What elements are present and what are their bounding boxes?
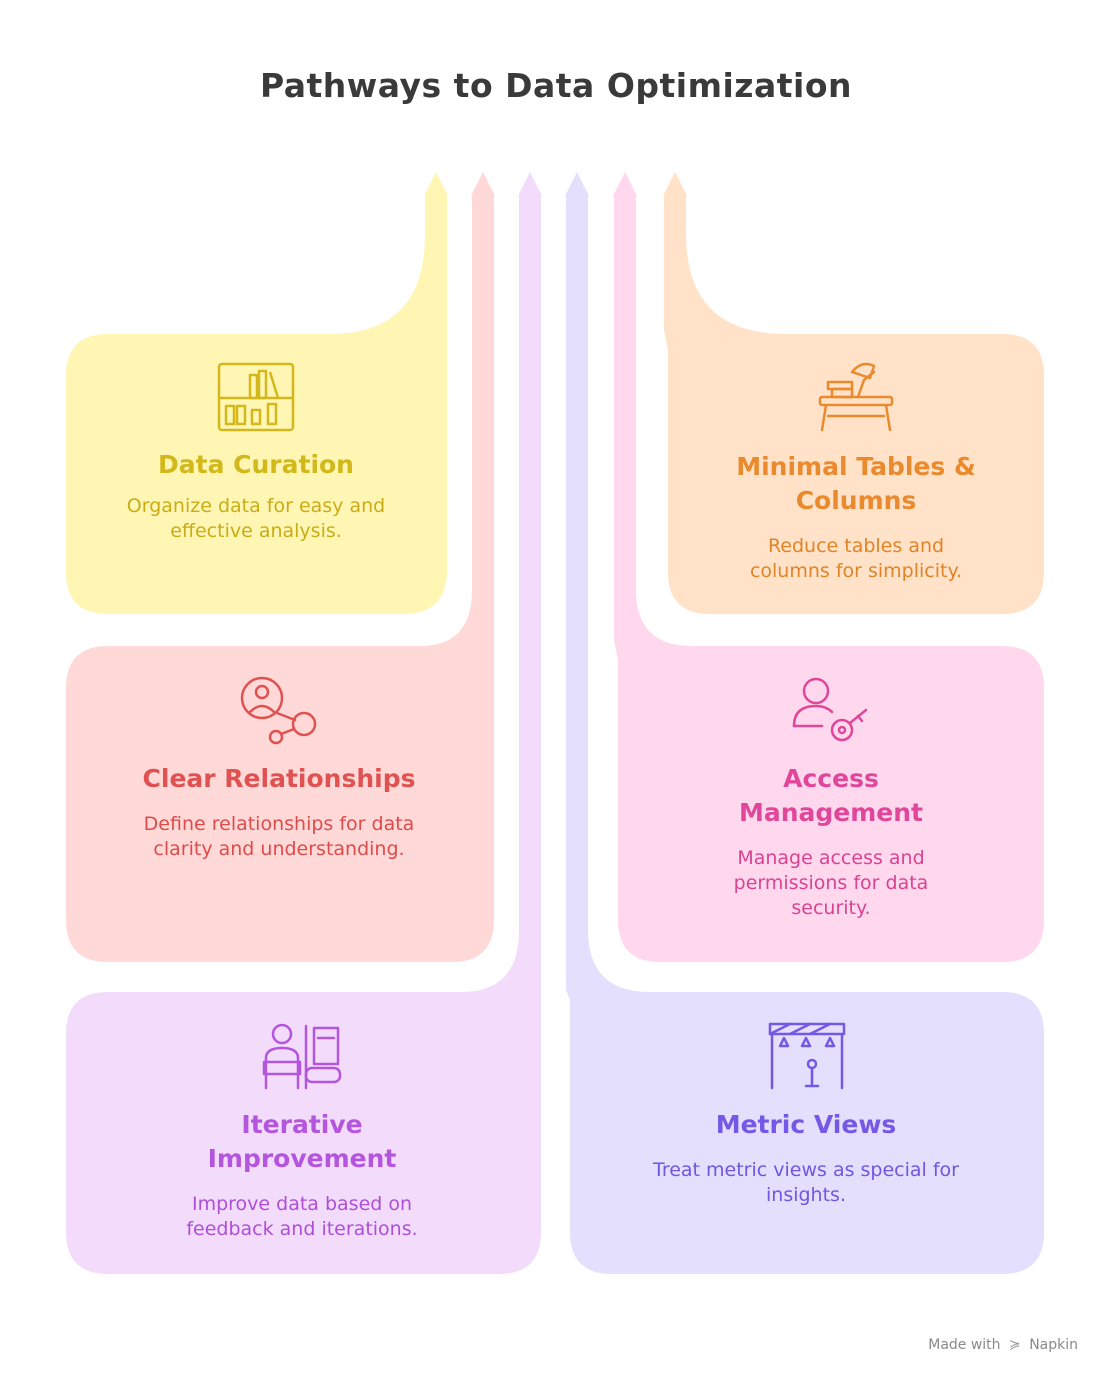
page-title: Pathways to Data Optimization (259, 66, 853, 105)
card-title: Access Management (738, 764, 924, 827)
bookshelf-icon (217, 362, 295, 432)
person-monitor-icon (262, 1023, 342, 1090)
napkin-logo-icon: ≽ (1009, 1337, 1021, 1353)
person-key-icon (792, 677, 868, 742)
card-iterative-improvement: Iterative Improvement Improve data based… (130, 1108, 474, 1242)
card-description: Reduce tables and columns for simplicity… (749, 535, 963, 582)
card-metric-views-shape (565, 172, 1044, 1274)
card-data-curation: Data Curation Organize data for easy and… (86, 448, 426, 544)
card-title: Metric Views (715, 1110, 897, 1139)
card-title: Minimal Tables & Columns (736, 452, 976, 515)
desk-lamp-icon (818, 362, 894, 432)
card-description: Manage access and permissions for data s… (733, 847, 929, 919)
card-title: Clear Relationships (142, 764, 416, 793)
card-data-curation-shape (66, 172, 448, 614)
card-description: Treat metric views as special for insigh… (653, 1159, 959, 1206)
card-minimal-tables: Minimal Tables & Columns Reduce tables a… (696, 450, 1016, 584)
card-clear-relationships-shape (66, 172, 495, 962)
card-description: Define relationships for data clarity an… (143, 813, 415, 860)
brand-label: Napkin (1029, 1337, 1078, 1353)
card-metric-views: Metric Views Treat metric views as speci… (616, 1108, 996, 1208)
person-network-icon (240, 676, 317, 745)
card-clear-relationships: Clear Relationships Define relationships… (86, 762, 472, 862)
footer-attribution: Made with ≽ Napkin (928, 1337, 1078, 1353)
card-iterative-improvement-shape (66, 172, 542, 1274)
stage-spotlight-icon (768, 1022, 846, 1090)
card-description: Organize data for easy and effective ana… (126, 495, 386, 542)
made-with-label: Made with (928, 1337, 1001, 1353)
card-access-management: Access Management Manage access and perm… (676, 762, 986, 921)
card-description: Improve data based on feedback and itera… (186, 1193, 418, 1240)
card-access-management-shape (613, 172, 1044, 962)
card-title: Iterative Improvement (207, 1110, 397, 1173)
card-title: Data Curation (158, 450, 354, 479)
